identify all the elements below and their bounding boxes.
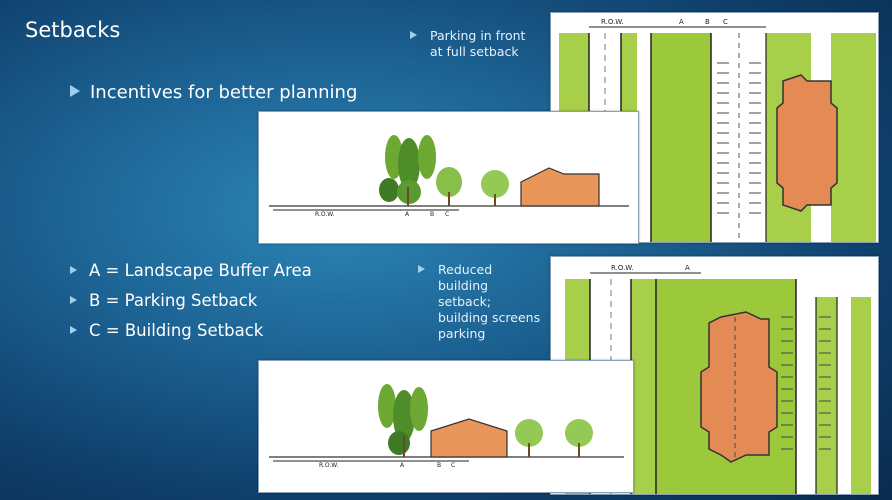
note-bottom-line: setback; (438, 294, 492, 309)
note-bottom-line: building (438, 278, 489, 293)
definition-item: C = Building Setback (70, 321, 263, 340)
dim-label-b: B (430, 211, 434, 218)
bullet-arrow-icon (70, 296, 77, 304)
main-bullet: Incentives for better planning (70, 82, 357, 103)
note-bottom-line: parking (438, 326, 486, 341)
tree-group-icon (379, 135, 509, 206)
definition-item: A = Landscape Buffer Area (70, 261, 312, 280)
dim-label-row: R.O.W. (319, 462, 338, 469)
definition-item: B = Parking Setback (70, 291, 257, 310)
dim-label-row: R.O.W. (315, 211, 334, 218)
definition-c: C = Building Setback (89, 321, 264, 340)
section-view-full-setback: R.O.W. A B C (258, 111, 639, 244)
dim-label-c: C (723, 18, 728, 26)
dim-label-b: B (437, 462, 441, 469)
main-bullet-text: Incentives for better planning (90, 82, 358, 103)
dim-label-c: C (451, 462, 455, 469)
definition-a: A = Landscape Buffer Area (89, 261, 312, 280)
slide-title: Setbacks (25, 18, 121, 42)
bullet-arrow-icon (70, 85, 80, 97)
note-top-line: at full setback (430, 44, 519, 59)
bullet-arrow-icon (70, 326, 77, 334)
dim-label-a: A (405, 211, 410, 218)
dim-label-row: R.O.W. (601, 18, 624, 26)
note-top-line: Parking in front (430, 28, 526, 43)
note-bottom: Reduced building setback; building scree… (418, 262, 540, 342)
dim-label-a: A (400, 462, 405, 469)
note-top: Parking in front at full setback (410, 28, 525, 60)
bullet-arrow-icon (70, 266, 77, 274)
section-view-reduced-setback: R.O.W. A B C (258, 360, 634, 493)
note-bottom-line: building screens (438, 310, 541, 325)
bullet-arrow-icon (410, 31, 417, 39)
dim-label-b: B (705, 18, 710, 26)
definition-b: B = Parking Setback (89, 291, 258, 310)
bullet-arrow-icon (418, 265, 425, 273)
dim-label-a: A (679, 18, 684, 26)
dim-label-c: C (445, 211, 449, 218)
dim-label-row: R.O.W. (611, 264, 634, 272)
dim-label-a: A (685, 264, 690, 272)
note-bottom-line: Reduced (438, 262, 493, 277)
